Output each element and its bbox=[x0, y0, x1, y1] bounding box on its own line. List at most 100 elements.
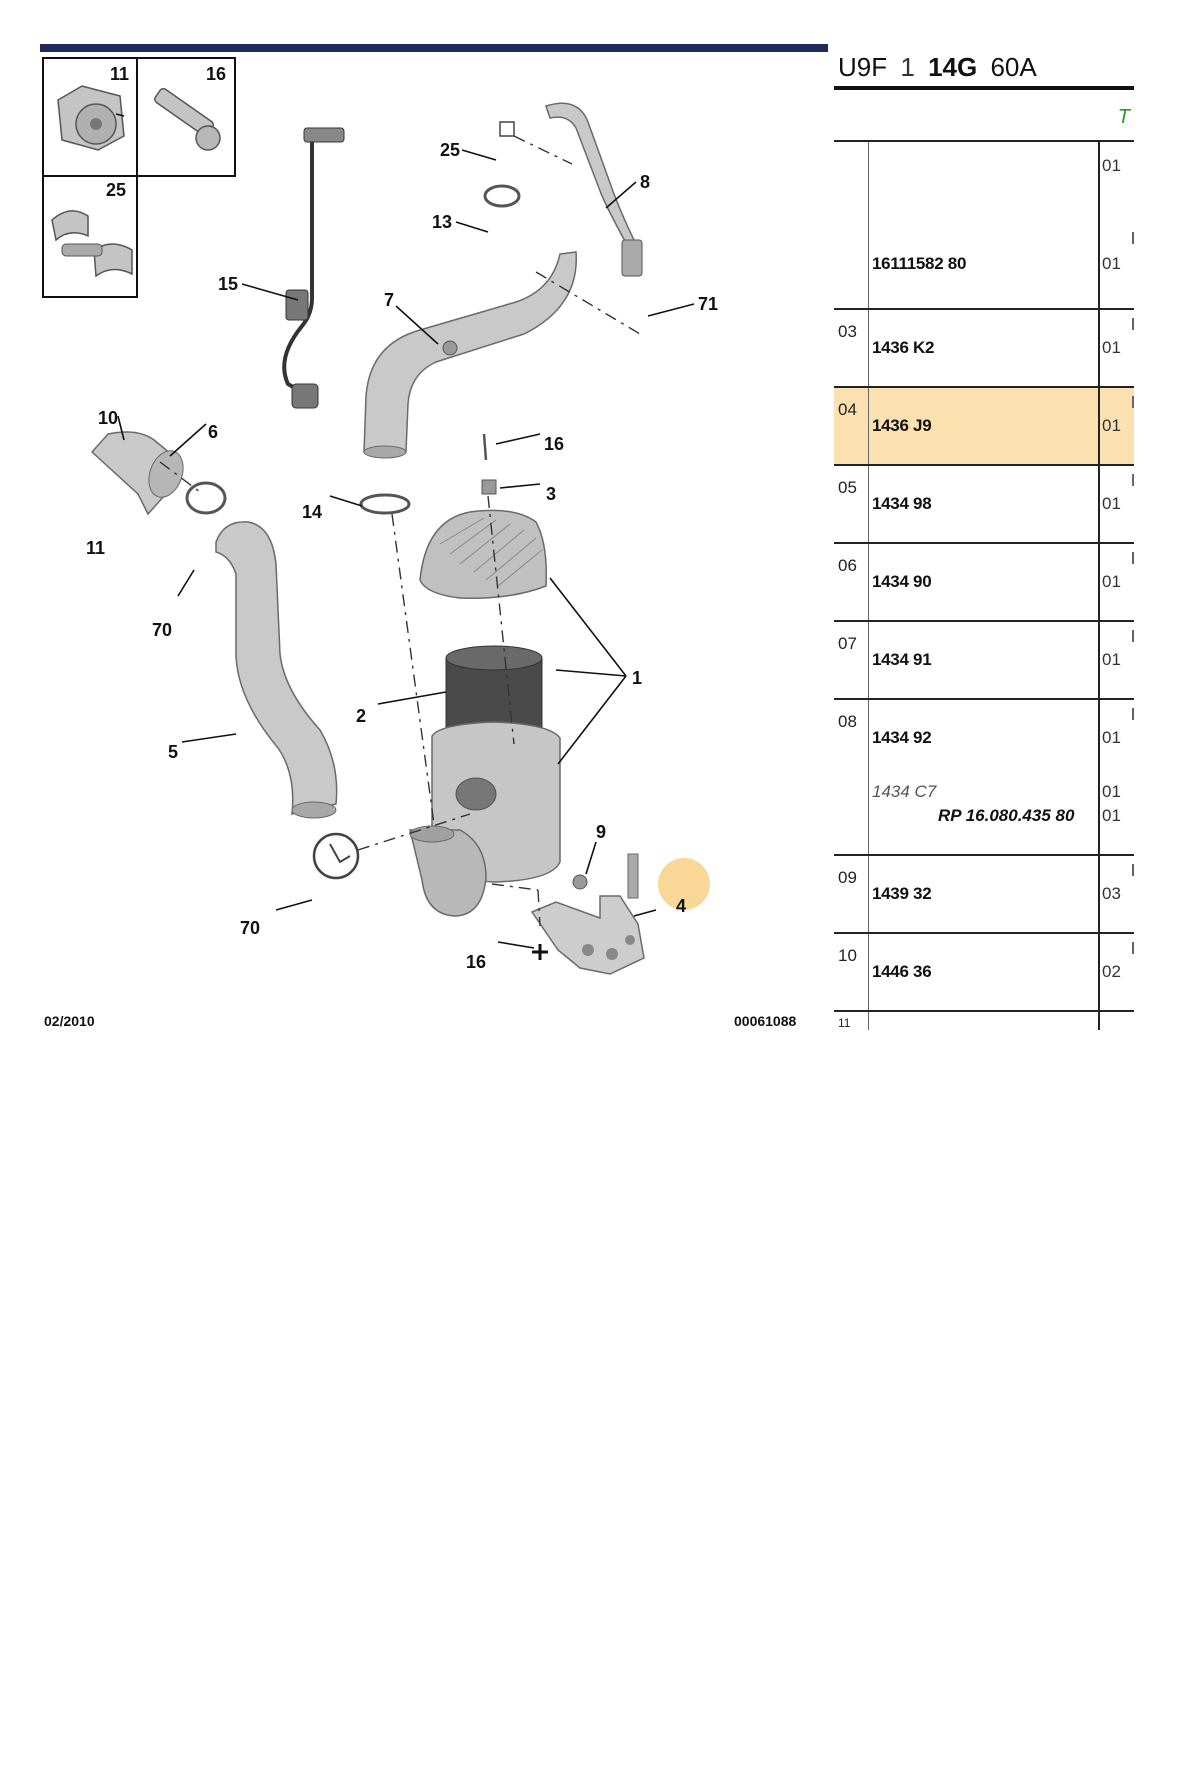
title-segment: 60A bbox=[990, 52, 1037, 82]
title-segment: 14G bbox=[928, 52, 978, 82]
table-row[interactable]: 08 1434 92 01 1434 C7 01 RP 16.080.435 8… bbox=[834, 700, 1134, 856]
callout-14: 14 bbox=[302, 502, 322, 522]
row-alternate-reference: 1434 C7 bbox=[872, 782, 937, 801]
diagram-header-bar bbox=[40, 44, 828, 52]
callout-1: 1 bbox=[632, 668, 642, 688]
row-part-reference: 1439 32 bbox=[872, 884, 932, 903]
clip-25-part bbox=[499, 121, 515, 137]
diagram-date: 02/2010 bbox=[44, 1013, 95, 1029]
leader-lines bbox=[115, 113, 695, 949]
callout-8: 8 bbox=[640, 172, 650, 192]
callout-labels: 11 16 25 25 8 13 71 15 7 10 6 16 3 11 14… bbox=[86, 64, 718, 972]
clamp-13-part bbox=[483, 184, 521, 208]
callout-71: 71 bbox=[698, 294, 718, 314]
mounting-bracket-part bbox=[530, 853, 645, 975]
inset-clip-part bbox=[51, 210, 133, 278]
row-quantity: 01 bbox=[1102, 728, 1121, 747]
table-title: U9F 1 14G 60A bbox=[834, 44, 1134, 90]
callout-25-inset: 25 bbox=[106, 180, 126, 200]
row-part-reference: 1434 98 bbox=[872, 494, 932, 513]
table-row[interactable]: 10 1446 36 02 bbox=[834, 934, 1134, 1012]
row-number: 04 bbox=[838, 400, 857, 419]
table-rows: 01 16111582 80 01 03 1436 K2 01 04 1436 … bbox=[834, 142, 1134, 1030]
parts-table: U9F 1 14G 60A T 01 16111582 80 01 03 143… bbox=[834, 40, 1134, 1030]
table-row-partial[interactable]: 11 bbox=[834, 1012, 1134, 1030]
lower-air-hose-part bbox=[215, 521, 338, 819]
row-quantity: 03 bbox=[1102, 884, 1121, 903]
row-quantity: 01 bbox=[1102, 650, 1121, 669]
row-part-reference: 16111582 80 bbox=[872, 254, 967, 273]
inset-panel bbox=[42, 57, 236, 298]
table-row-selected[interactable]: 04 1436 J9 01 bbox=[834, 388, 1134, 466]
row-number: 10 bbox=[838, 946, 857, 965]
row-number: 03 bbox=[838, 322, 857, 341]
callout-70-bottom: 70 bbox=[240, 918, 260, 938]
row-part-reference: 1434 92 bbox=[872, 728, 932, 747]
table-row[interactable]: 07 1434 91 01 bbox=[834, 622, 1134, 700]
row-part-reference: 1446 36 bbox=[872, 962, 932, 981]
nut-9-part bbox=[572, 874, 588, 890]
column-header-fragment: T bbox=[1117, 106, 1130, 128]
row-part-reference: 1434 91 bbox=[872, 650, 932, 669]
elbow-connector-part bbox=[90, 431, 184, 516]
callout-70-left: 70 bbox=[152, 620, 172, 640]
table-row[interactable]: 01 16111582 80 01 bbox=[834, 142, 1134, 310]
row-quantity: 01 bbox=[1102, 494, 1121, 513]
callout-16-inset: 16 bbox=[206, 64, 226, 84]
callout-11: 11 bbox=[86, 538, 105, 558]
callout-25: 25 bbox=[440, 140, 460, 160]
alignment-lines bbox=[159, 135, 641, 927]
row-quantity: 02 bbox=[1102, 962, 1121, 981]
callout-7: 7 bbox=[384, 290, 394, 310]
sensor-harness-part bbox=[282, 127, 345, 409]
table-row[interactable]: 03 1436 K2 01 bbox=[834, 310, 1134, 388]
inset-nut-part bbox=[57, 85, 125, 151]
table-row[interactable]: 09 1439 32 03 bbox=[834, 856, 1134, 934]
callout-6: 6 bbox=[208, 422, 218, 442]
row-quantity: 01 bbox=[1102, 572, 1121, 591]
screw-16-part bbox=[481, 433, 497, 495]
callout-10: 10 bbox=[98, 408, 118, 428]
row-part-reference: 1436 J9 bbox=[872, 416, 932, 435]
row-number: 11 bbox=[838, 1016, 851, 1030]
row-quantity: 01 bbox=[1102, 338, 1121, 357]
row-part-reference: 1434 90 bbox=[872, 572, 932, 591]
callout-2: 2 bbox=[356, 706, 366, 726]
filter-housing-cover-part bbox=[419, 509, 548, 599]
row-number: 07 bbox=[838, 634, 857, 653]
callout-13: 13 bbox=[432, 212, 452, 232]
callout-11-inset: 11 bbox=[110, 64, 129, 84]
callout-5: 5 bbox=[168, 742, 178, 762]
row-part-reference: 1436 K2 bbox=[872, 338, 935, 357]
row-number: 05 bbox=[838, 478, 857, 497]
inset-bolt-part bbox=[154, 87, 221, 151]
highlight-marker bbox=[658, 858, 710, 910]
filter-housing-body-part bbox=[409, 721, 561, 917]
exploded-parts-diagram: 11 16 25 25 8 13 71 15 7 10 6 16 3 11 14… bbox=[40, 44, 828, 1030]
row-number: 06 bbox=[838, 556, 857, 575]
callout-16-top: 16 bbox=[544, 434, 564, 454]
breather-pipe-part bbox=[545, 102, 643, 277]
table-column-header: T bbox=[834, 94, 1134, 142]
clamp-70-lower-part bbox=[312, 832, 360, 880]
row-quantity: 01 bbox=[1102, 254, 1121, 273]
clamp-70-upper-part bbox=[185, 481, 227, 515]
table-row[interactable]: 05 1434 98 01 bbox=[834, 466, 1134, 544]
row-alternate-quantity: 01 bbox=[1102, 782, 1121, 801]
callout-16-bottom: 16 bbox=[466, 952, 486, 972]
row-number: 08 bbox=[838, 712, 857, 731]
row-number: 09 bbox=[838, 868, 857, 887]
row-quantity: 01 bbox=[1102, 416, 1121, 435]
table-row[interactable]: 06 1434 90 01 bbox=[834, 544, 1134, 622]
row-replacement-quantity: 01 bbox=[1102, 806, 1121, 825]
seal-14-part bbox=[359, 493, 411, 515]
callout-3: 3 bbox=[546, 484, 556, 504]
position-marker bbox=[532, 944, 548, 960]
callout-15: 15 bbox=[218, 274, 238, 294]
row-replacement-reference: RP 16.080.435 80 bbox=[938, 806, 1075, 825]
callout-9: 9 bbox=[596, 822, 606, 842]
diagram-drawing-number: 00061088 bbox=[734, 1013, 797, 1029]
callout-4: 4 bbox=[676, 896, 686, 916]
title-segment: U9F bbox=[838, 52, 888, 82]
upper-air-duct-part bbox=[363, 251, 577, 459]
